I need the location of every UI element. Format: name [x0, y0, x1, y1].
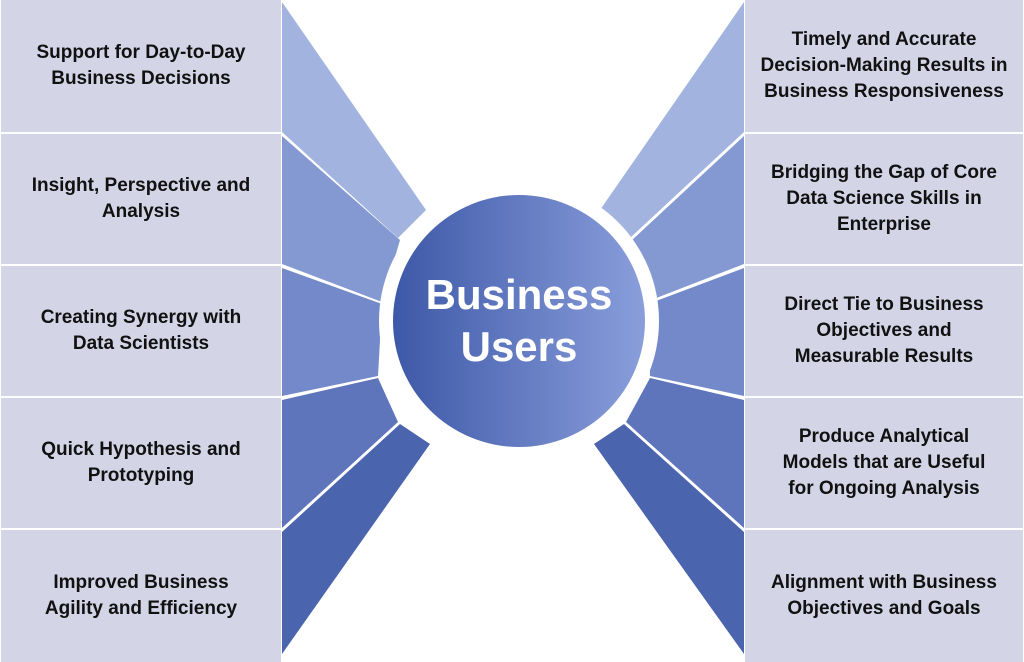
benefit-text-line: Bridging the Gap of Core [771, 162, 997, 183]
benefit-text-line: Business Responsiveness [764, 81, 1004, 102]
right-ray-3 [648, 268, 744, 396]
benefit-text-line: for Ongoing Analysis [788, 478, 980, 499]
right-benefit-box: Direct Tie to Business Objectives and Me… [744, 266, 1024, 396]
left-ray-2 [282, 136, 400, 302]
benefit-text-line: Direct Tie to Business [784, 294, 984, 315]
left-ray-1 [282, 2, 426, 238]
right-ray-4 [626, 378, 744, 528]
right-benefit-box: Bridging the Gap of Core Data Science Sk… [744, 134, 1024, 264]
benefit-text-line: Improved Business [53, 572, 229, 593]
left-ray-5 [282, 424, 430, 654]
benefit-text-line: Analysis [101, 201, 181, 222]
benefit-text-line: Creating Synergy with [40, 307, 242, 328]
left-benefit-box: Creating Synergy with Data Scientists [0, 266, 282, 396]
benefit-text-line: Insight, Perspective and [31, 175, 251, 196]
hub-title-line: Users [460, 323, 578, 370]
right-ray-2 [632, 136, 744, 302]
benefit-text-line: Alignment with Business [771, 572, 997, 593]
right-ray-5 [594, 424, 744, 654]
left-benefit-box: Support for Day-to-Day Business Decision… [0, 0, 282, 132]
benefit-text-line: Timely and Accurate [791, 29, 977, 50]
left-ray-3 [282, 268, 382, 396]
benefit-text-line: Enterprise [837, 214, 931, 235]
benefit-text-line: Agility and Efficiency [44, 598, 238, 619]
benefit-text-line: Produce Analytical [798, 426, 970, 447]
right-benefit-box: Timely and Accurate Decision-Making Resu… [744, 0, 1024, 132]
benefit-text-line: Quick Hypothesis and [41, 439, 241, 460]
left-benefit-box: Improved Business Agility and Efficiency [0, 530, 282, 662]
right-benefit-box: Produce Analytical Models that are Usefu… [744, 398, 1024, 528]
benefit-text-line: Objectives and Goals [787, 598, 981, 619]
benefit-text-line: Business Decisions [51, 68, 231, 89]
right-benefit-box: Alignment with Business Objectives and G… [744, 530, 1024, 662]
left-ray-4 [282, 378, 398, 528]
benefit-text-line: Objectives and [816, 320, 952, 341]
benefit-text-line: Support for Day-to-Day [36, 42, 246, 63]
left-benefit-box: Quick Hypothesis and Prototyping [0, 398, 282, 528]
benefit-text-line: Models that are Useful [782, 452, 986, 473]
hub-title-line: Business [425, 271, 613, 318]
benefit-text-line: Data Scientists [72, 333, 210, 354]
benefit-text-line: Measurable Results [794, 346, 974, 367]
right-ray-1 [600, 2, 744, 238]
benefit-text-line: Decision-Making Results in [760, 55, 1008, 76]
business-users-hub: Business Users [393, 195, 645, 447]
benefit-text-line: Prototyping [87, 465, 195, 486]
benefit-text-line: Data Science Skills in [786, 188, 982, 209]
left-benefit-box: Insight, Perspective and Analysis [0, 134, 282, 264]
